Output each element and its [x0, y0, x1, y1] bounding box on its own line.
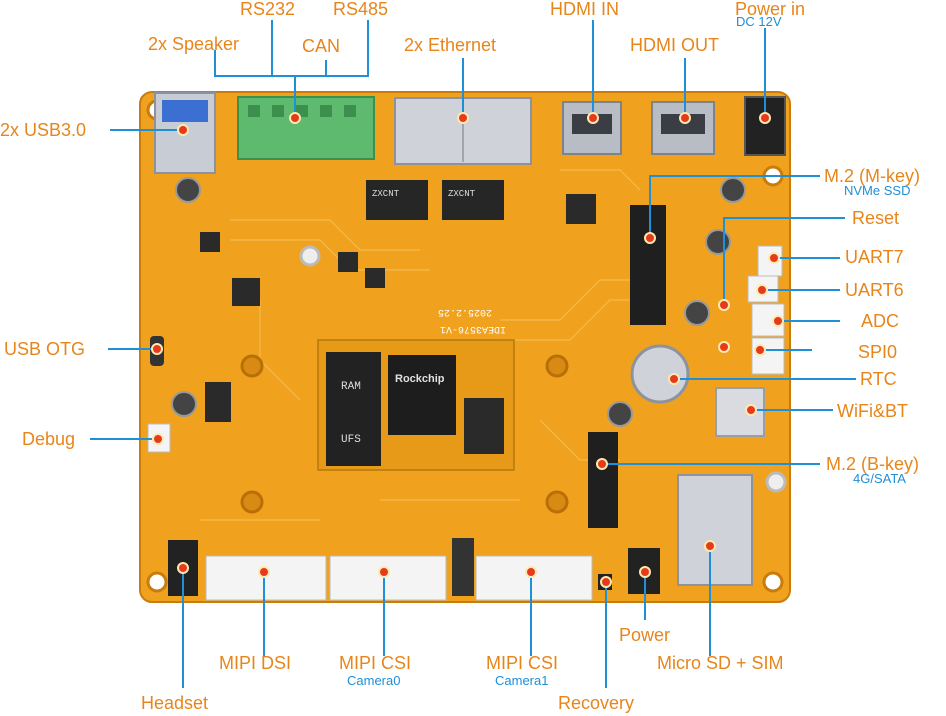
audio-jack — [452, 538, 474, 596]
ethernet-phy-1 — [366, 180, 428, 220]
board-date-text: 2025.2.25 — [438, 306, 492, 317]
label-m2-m: M.2 (M-key) — [824, 166, 920, 186]
mipi-csi1-connector — [475, 555, 593, 601]
label-wifi-bt: WiFi&BT — [837, 401, 908, 421]
label-usb30: 2x USB3.0 — [0, 120, 87, 140]
m2-m-key-slot — [630, 205, 666, 325]
label-microsd: Micro SD + SIM — [657, 653, 784, 673]
label-rtc: RTC — [860, 369, 897, 389]
label-power: Power — [619, 625, 671, 645]
m2-b-key-slot — [588, 432, 618, 528]
soc-brand-text: Rockchip — [395, 373, 445, 385]
sublabel-power-in: DC 12V — [736, 14, 782, 29]
sublabel-mipi-csi0: Camera0 — [347, 673, 401, 688]
label-mipi-csi0: MIPI CSI — [339, 653, 412, 673]
label-debug: Debug — [22, 429, 76, 449]
board-id-text: IDEA3576-V1 — [440, 323, 506, 334]
sublabel-m2-b: 4G/SATA — [853, 471, 906, 486]
label-m2-b: M.2 (B-key) — [826, 454, 920, 474]
label-usb-otg: USB OTG — [4, 339, 86, 359]
wifi-module — [715, 387, 765, 437]
label-spi0: SPI0 — [858, 342, 898, 362]
label-headset: Headset — [141, 693, 209, 713]
label-hdmi-out: HDMI OUT — [630, 35, 719, 55]
label-power-in: Power in — [735, 0, 806, 19]
soc-chip — [388, 355, 456, 435]
label-recovery: Recovery — [558, 693, 635, 713]
phy1-text: ZXCNT — [372, 189, 400, 199]
label-hdmi-in: HDMI IN — [550, 0, 619, 19]
label-mipi-csi1: MIPI CSI — [486, 653, 559, 673]
label-uart6: UART6 — [845, 280, 904, 300]
ufs-text: UFS — [341, 434, 361, 446]
ethernet-phy-2 — [442, 180, 504, 220]
leader-lines — [90, 20, 856, 688]
sublabel-m2-m: NVMe SSD — [844, 183, 911, 198]
mipi-csi0-connector — [329, 555, 447, 601]
markers — [151, 112, 784, 588]
mipi-dsi-connector — [205, 555, 327, 601]
label-reset: Reset — [852, 208, 900, 228]
sublabel-mipi-csi1: Camera1 — [495, 673, 549, 688]
label-adc: ADC — [861, 311, 900, 331]
pcb-traces — [200, 169, 641, 521]
ufs-chip — [326, 408, 381, 466]
sd-sim-slot — [677, 474, 753, 586]
label-mipi-dsi: MIPI DSI — [219, 653, 292, 673]
rtc-battery — [630, 344, 690, 404]
phy2-text: ZXCNT — [448, 189, 476, 199]
label-rs485: RS485 — [333, 0, 389, 19]
ram-text: RAM — [341, 381, 361, 393]
label-rs232: RS232 — [240, 0, 296, 19]
spi0-connector — [751, 337, 785, 375]
label-uart7: UART7 — [845, 247, 904, 267]
label-can: CAN — [302, 36, 341, 56]
label-speaker: 2x Speaker — [148, 34, 240, 54]
ram-chip — [326, 352, 381, 418]
label-ethernet: 2x Ethernet — [404, 35, 497, 55]
